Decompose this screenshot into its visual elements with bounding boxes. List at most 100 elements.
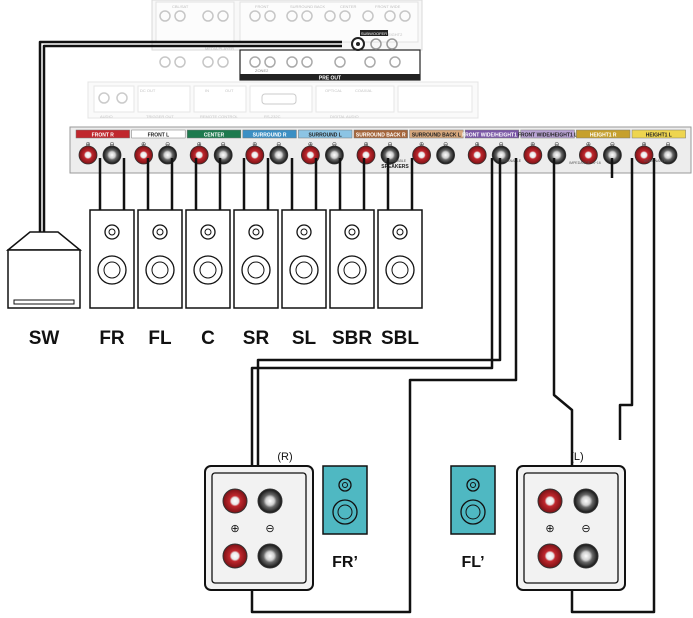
speakers-label: SPEAKERS — [381, 164, 409, 170]
dc-out-label: DC OUT — [140, 88, 156, 93]
speaker-cabinet-fr — [89, 209, 135, 309]
minus-marker-1: ⊖ — [165, 141, 170, 148]
tweeter-center-fl — [156, 228, 164, 236]
speaker-fr: FR — [89, 209, 135, 349]
tweeter-sbl — [392, 224, 408, 240]
speaker-c: C — [185, 209, 231, 349]
terminal-minus-10[interactable] — [658, 145, 678, 165]
speaker-cabinet-sbr — [329, 209, 375, 309]
channel-header-3 — [242, 129, 297, 139]
fr-prime-speaker-icon — [322, 465, 368, 535]
terminal-plus-9[interactable] — [579, 145, 598, 165]
fr-prime-low-plus[interactable] — [222, 543, 248, 569]
fr-prime-label: FR’ — [332, 554, 358, 571]
fl-prime-high-cable — [552, 158, 574, 510]
channel-header-7 — [464, 129, 520, 139]
tweeter-center-fr — [108, 228, 116, 236]
speaker-cabinet-c — [185, 209, 231, 309]
fl-cable — [146, 158, 174, 210]
sw-label: SW — [29, 328, 60, 349]
channel-header-8 — [520, 129, 575, 139]
woofer-center-fl — [151, 261, 169, 279]
fr-prime-high-minus[interactable] — [257, 488, 283, 514]
speaker-sbr: SBR — [329, 209, 375, 349]
fl-prime-plus-sign: ⊕ — [545, 523, 554, 535]
channel-header-1 — [131, 129, 186, 139]
terminal-minus-0[interactable] — [102, 145, 122, 165]
assignable-label-2: ASSIGNABLE — [499, 159, 522, 163]
woofer-sl — [289, 255, 319, 285]
woofer-center-c — [199, 261, 217, 279]
terminal-plus-5[interactable] — [356, 145, 376, 165]
speaker-sr: SR — [233, 209, 279, 349]
fr-prime-low-minus[interactable] — [257, 543, 283, 569]
terminal-plus-7[interactable] — [467, 145, 487, 165]
subwoofer-cable-2 — [42, 44, 342, 232]
coaxial-label: COAXIAL — [355, 88, 373, 93]
plus-marker-2: ⊕ — [197, 141, 202, 148]
minus-marker-2: ⊖ — [221, 141, 226, 148]
sr-cable — [242, 158, 270, 210]
c-cable — [194, 158, 222, 210]
terminal-plus-1[interactable] — [134, 145, 154, 165]
rca-jack-row-upper — [159, 10, 411, 68]
terminal-minus-1[interactable] — [158, 145, 178, 165]
terminal-minus-5[interactable] — [380, 145, 400, 165]
terminal-minus-6[interactable] — [436, 145, 456, 165]
terminal-minus-8[interactable] — [547, 145, 567, 165]
plus-marker-1: ⊕ — [141, 141, 146, 148]
speaker-terminals — [78, 145, 678, 165]
channel-header-label-9: HEIGHT1 R — [590, 133, 617, 139]
channel-header-label-8: FRONT WIDE/HEIGHT1 L — [518, 133, 577, 139]
woofer-center-sbr — [343, 261, 361, 279]
terminal-plus-8[interactable] — [523, 145, 543, 165]
tweeter-center-sr — [252, 228, 260, 236]
woofer-fr — [97, 255, 127, 285]
speaker-sbl: SBL — [377, 209, 423, 349]
channel-header-label-10: HEIGHT1 L — [646, 133, 672, 139]
height-pre-label: HEIGHT2 — [385, 32, 403, 37]
woofer-sbr — [337, 255, 367, 285]
tweeter-fl — [152, 224, 168, 240]
terminal-minus-3[interactable] — [269, 145, 289, 165]
terminal-minus-2[interactable] — [213, 145, 233, 165]
plus-marker-6: ⊕ — [419, 141, 424, 148]
terminal-plus-6[interactable] — [412, 145, 432, 165]
subwoofer-unit: SW — [5, 231, 83, 349]
woofer-fl — [145, 255, 175, 285]
channel-headers: FRONT R⊕⊖FRONT L⊕⊖CENTER⊕⊖SURROUND R⊕⊖SU… — [75, 129, 686, 148]
minus-marker-6: ⊖ — [443, 141, 448, 148]
channel-header-label-0: FRONT R — [92, 133, 115, 139]
plus-marker-4: ⊕ — [308, 141, 313, 148]
fl-prime-low-minus[interactable] — [573, 543, 599, 569]
channel-header-6 — [409, 129, 464, 139]
speaker-cabinet-sr — [233, 209, 279, 309]
terminal-plus-2[interactable] — [189, 145, 209, 165]
sbr-cable — [338, 158, 366, 210]
digital-audio-label: DIGITAL AUDIO — [330, 114, 359, 119]
channel-header-label-2: CENTER — [204, 133, 225, 139]
speaker-cabinet-sbl — [377, 209, 423, 309]
subwoofer-cable — [38, 40, 342, 232]
plus-marker-0: ⊕ — [85, 141, 90, 148]
plus-marker-9: ⊕ — [586, 141, 591, 148]
fr-prime-high-plus[interactable] — [222, 488, 248, 514]
tweeter-sbr — [344, 224, 360, 240]
fl-prime-low-plus[interactable] — [537, 543, 563, 569]
fl-prime-high-minus[interactable] — [573, 488, 599, 514]
woofer-center-sbl — [391, 261, 409, 279]
channel-header-label-1: FRONT L — [148, 133, 170, 139]
tweeter-center-sl — [300, 228, 308, 236]
remote-control-label: REMOTE CONTROL — [200, 114, 239, 119]
media-player-label: MEDIA PLAYER — [205, 46, 234, 51]
fr-prime-minus-sign: ⊖ — [265, 523, 274, 535]
left-tag: (L) — [570, 451, 583, 463]
terminal-plus-3[interactable] — [245, 145, 265, 165]
sbl-cable — [386, 158, 414, 210]
fl-prime-high-plus[interactable] — [537, 488, 563, 514]
channel-header-label-7: FRONT WIDE/HEIGHT1 R — [462, 133, 522, 139]
terminal-plus-0[interactable] — [78, 145, 98, 165]
terminal-plus-10[interactable] — [634, 145, 654, 165]
